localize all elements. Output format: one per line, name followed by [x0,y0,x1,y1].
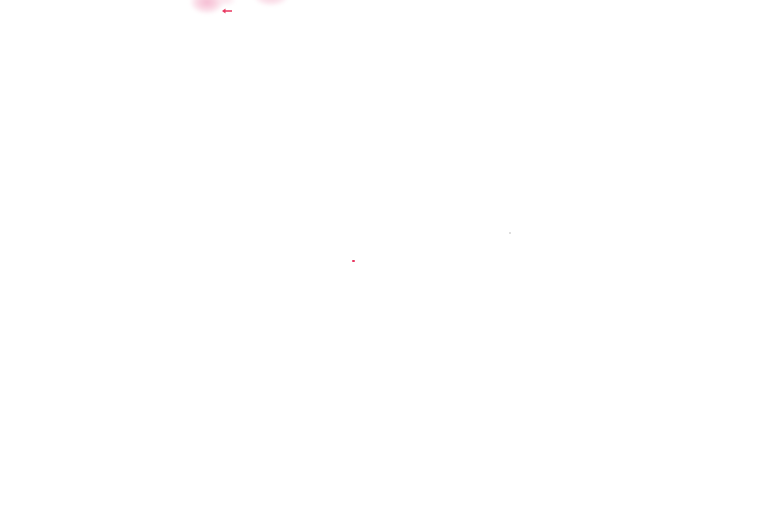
faint-speck [509,232,511,234]
header-watercolor-decoration [186,0,296,18]
cursor-marker [352,260,355,262]
arrow-left-icon[interactable] [222,8,232,14]
watercolor-splash-middle [216,0,236,6]
watercolor-splash-right [254,0,288,6]
watercolor-splash-left [190,0,224,14]
